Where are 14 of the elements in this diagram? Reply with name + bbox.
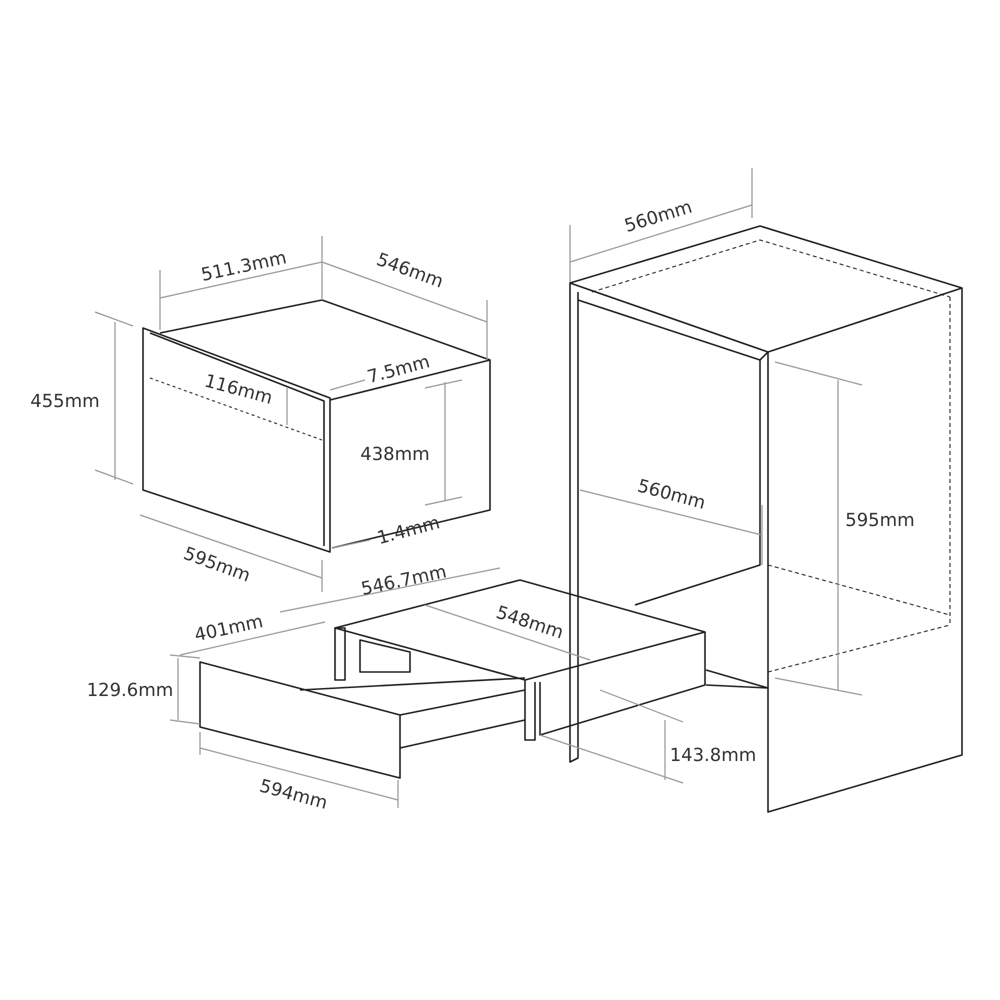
dimension-label: 129.6mm [86,680,174,701]
dimension-label: 143.8mm [670,745,756,766]
dimension-label: 438mm [360,444,430,465]
dimension-label: 546.7mm [359,561,448,600]
dimension-label: 1.4mm [375,512,442,550]
dimension-label: 594mm [257,776,330,814]
dimension-label: 116mm [202,370,275,409]
dimension-label: 455mm [30,391,100,412]
dimension-label: 595mm [845,510,915,531]
dimension-label: 560mm [622,196,695,237]
dimension-label: 560mm [635,476,708,514]
dimension-label: 401mm [192,611,265,646]
dimension-label: 7.5mm [365,351,432,388]
dimension-label: 511.3mm [199,247,288,286]
